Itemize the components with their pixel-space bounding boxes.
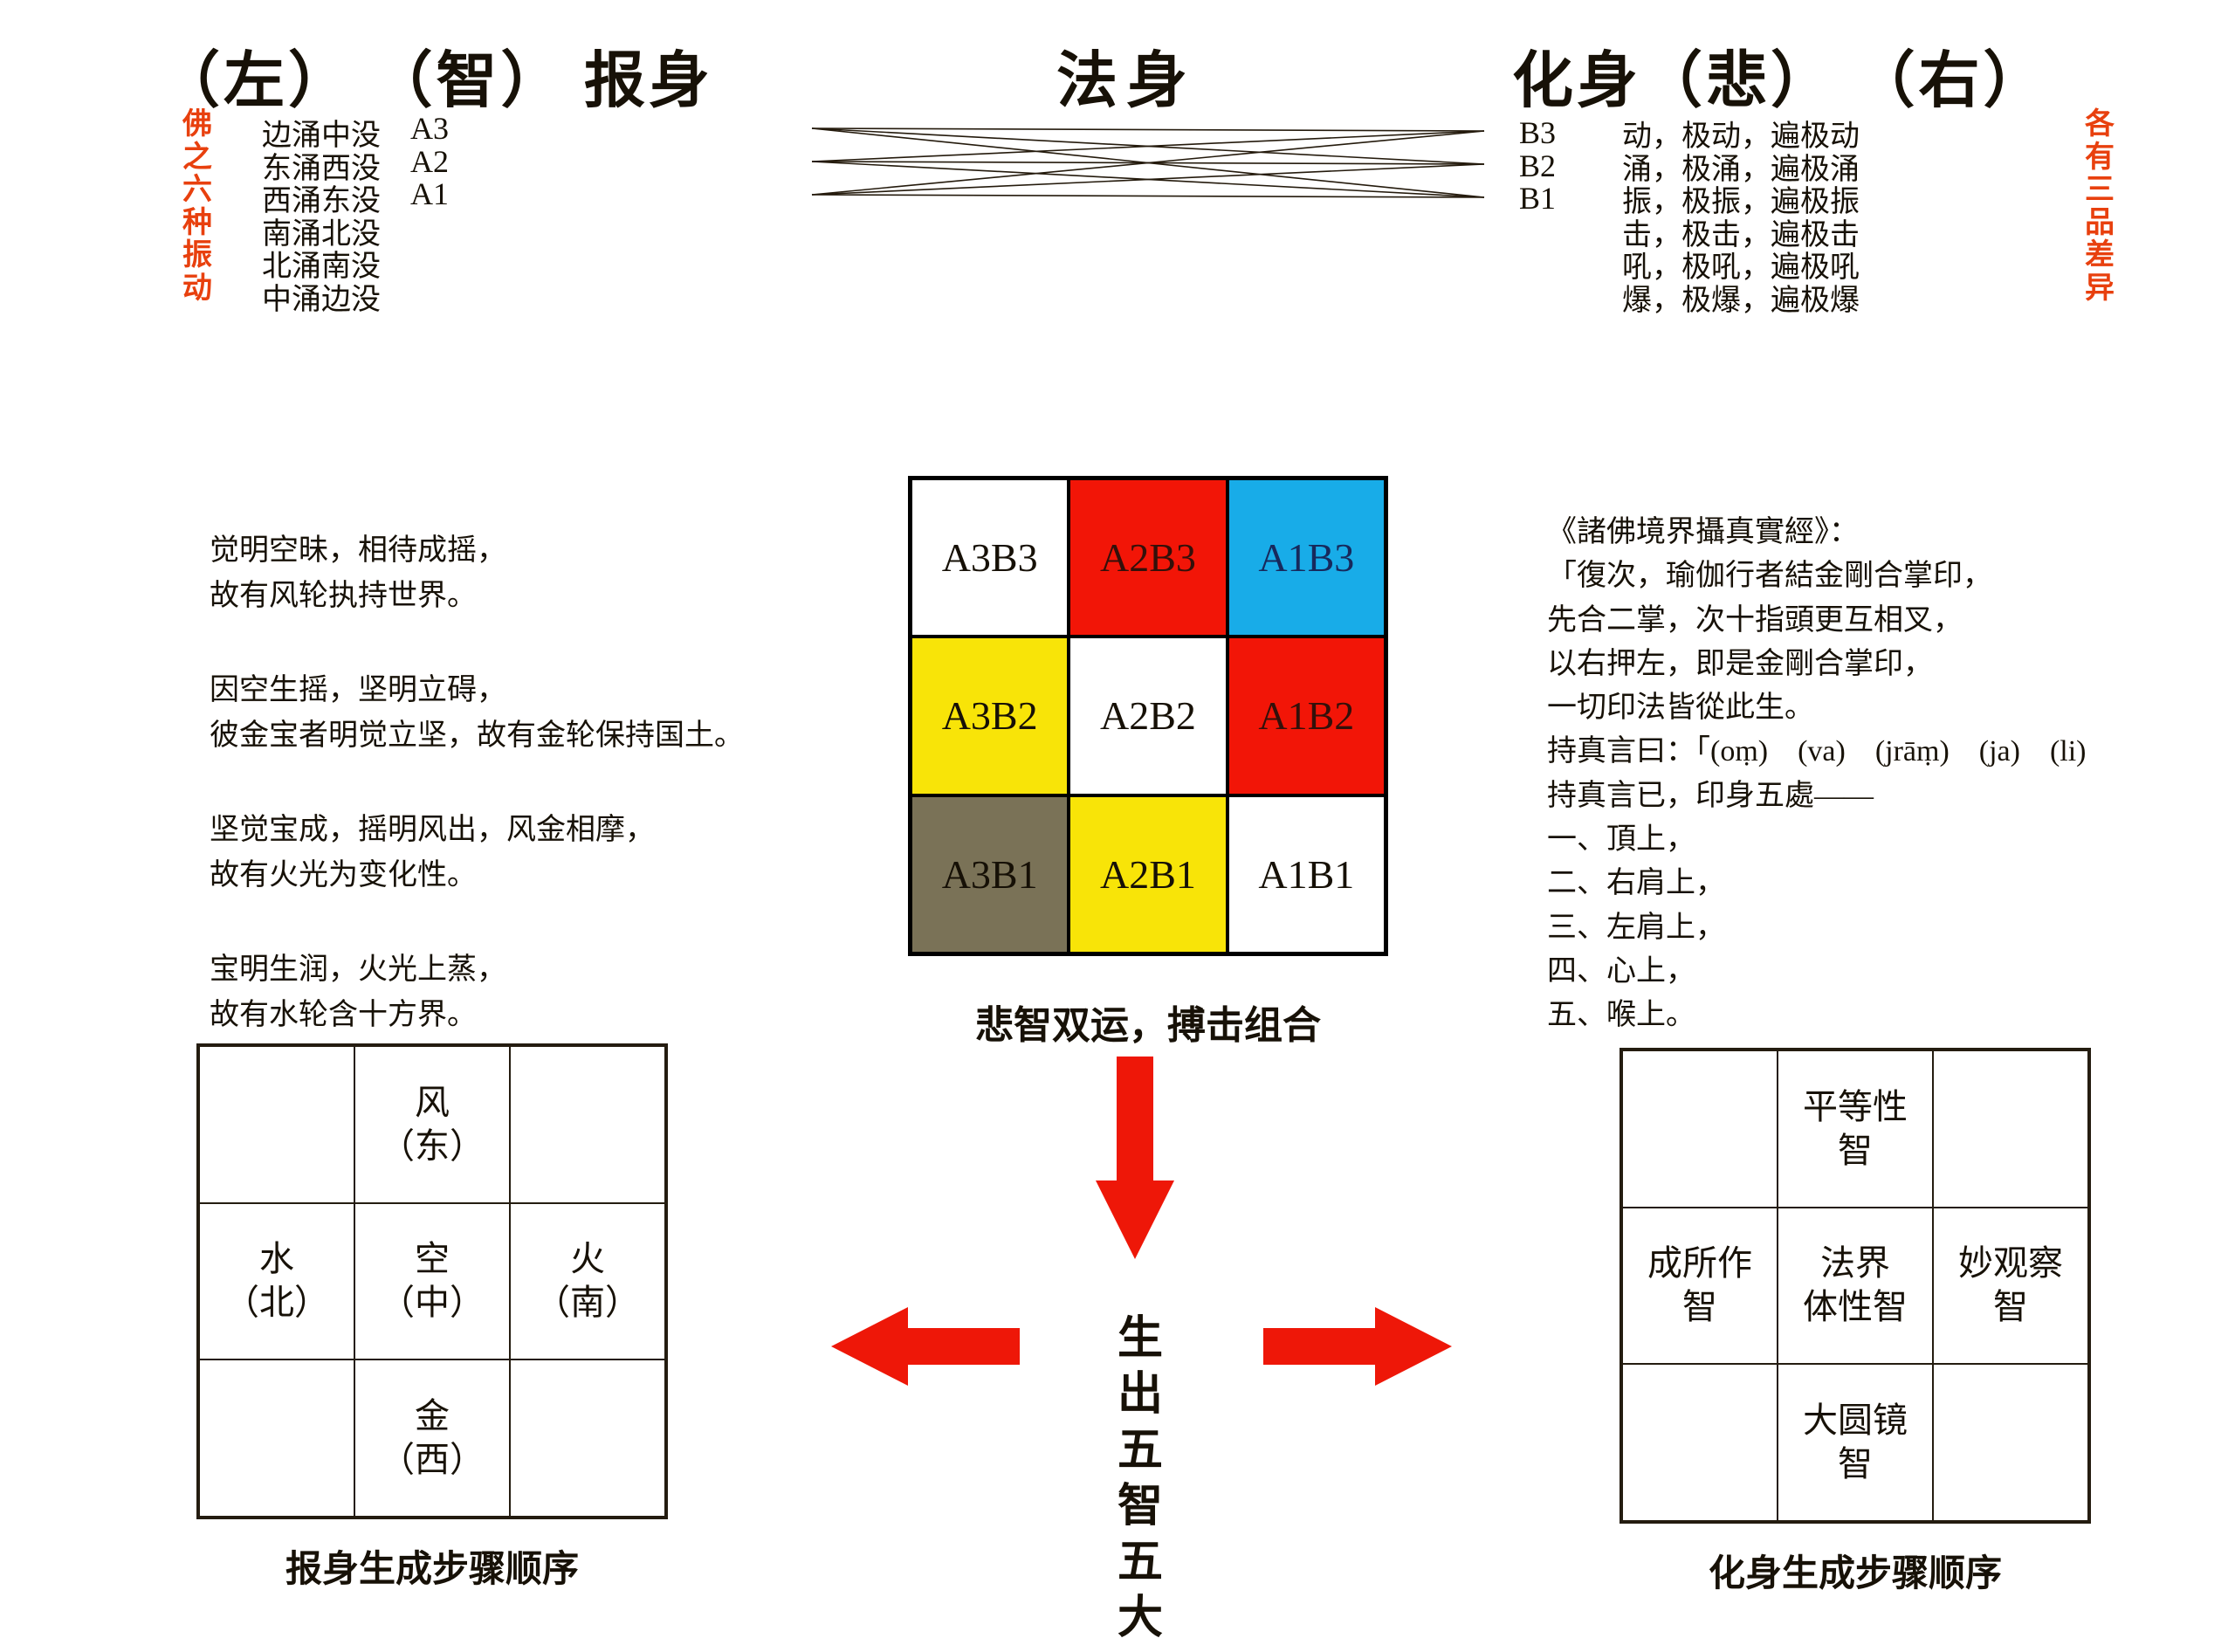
grid-cell-water-north: 水 （北）	[199, 1202, 354, 1360]
surge-row: 中涌边没	[262, 284, 381, 316]
grid-cell-empty	[1933, 1050, 2088, 1208]
grid-cell-dharmadhatu-wisdom: 法界 体性智	[1778, 1207, 1933, 1365]
grid-cell-discerning-wisdom: 妙观察 智	[1933, 1207, 2088, 1365]
a-b-connection-lines	[811, 127, 1485, 198]
a3-label: A3	[410, 111, 449, 146]
paragraph-water-wheel: 宝明生润，火光上蒸， 故有水轮含十方界。	[210, 953, 506, 1031]
b2-label: B2	[1519, 148, 1557, 183]
paragraph-wind-wheel: 觉明空昧，相待成摇， 故有风轮执持世界。	[210, 534, 506, 612]
grid-cell-wind-east: 风 （东）	[354, 1046, 510, 1203]
ab-combination-matrix: A3B3 A2B3 A1B3 A3B2 A2B2 A1B2 A3B1 A2B1 …	[908, 476, 1388, 956]
header-center-dharmakaya: 法身	[1056, 48, 1196, 115]
b-row: 动，极动，遍极动	[1622, 120, 1860, 153]
matrix-caption: 悲智双运，搏击组合	[975, 1004, 1321, 1047]
grid-cell-accomplishing-wisdom: 成所作 智	[1622, 1207, 1778, 1365]
grid-cell-empty	[1622, 1050, 1778, 1208]
paragraph-fire-light: 坚觉宝成，摇明风出，风金相摩， 故有火光为变化性。	[210, 814, 655, 891]
nirmanakaya-wisdoms-grid: 平等性 智 成所作 智 法界 体性智 妙观察 智 大圆镜 智	[1620, 1048, 2091, 1524]
sutra-quote: 《諸佛境界攝真實經》： 「復次，瑜伽行者結金剛合掌印， 先合二掌，次十指頭更互相…	[1547, 516, 2087, 1032]
down-arrow-icon	[1096, 1057, 1174, 1259]
a1-label: A1	[410, 176, 449, 212]
right-red-vertical-three-grades: 各 有 三 品 差 异	[2085, 108, 2115, 305]
grid-cell-mirror-wisdom: 大圆镜 智	[1778, 1364, 1933, 1521]
grid-cell-empty	[199, 1046, 354, 1203]
matrix-cell-a1b3: A1B3	[1227, 478, 1386, 637]
surge-row: 南涌北没	[262, 217, 381, 251]
grid-cell-empty	[1933, 1364, 2088, 1521]
matrix-cell-a2b2: A2B2	[1069, 637, 1228, 795]
matrix-cell-a3b3: A3B3	[911, 478, 1069, 637]
b-row: 涌，极涌，遍极涌	[1622, 153, 1860, 186]
grid-cell-empty	[1622, 1364, 1778, 1521]
right-arrow-icon	[1263, 1307, 1452, 1386]
matrix-cell-a3b1: A3B1	[911, 795, 1069, 953]
matrix-cell-a2b3: A2B3	[1069, 478, 1228, 637]
header-left-sambhogakaya: （左） （智） 报身	[159, 48, 713, 115]
grid-cell-metal-west: 金 （西）	[354, 1359, 510, 1517]
paragraph-gold-wheel: 因空生摇，坚明立碍， 彼金宝者明觉立坚，故有金轮保持国土。	[210, 674, 744, 752]
surge-row: 北涌南没	[262, 251, 381, 284]
matrix-cell-a1b2: A1B2	[1227, 637, 1386, 795]
b-row: 吼，极吼，遍极吼	[1622, 251, 1860, 285]
left-arrow-icon	[831, 1307, 1020, 1386]
grid-cell-space-center: 空 （中）	[354, 1202, 510, 1360]
a2-label: A2	[410, 143, 449, 179]
matrix-cell-a1b1: A1B1	[1227, 795, 1386, 953]
b-row: 击，极击，遍极击	[1622, 218, 1860, 251]
bottom-left-caption: 报身生成步骤顺序	[285, 1550, 579, 1590]
sambhogakaya-elements-grid: 风 （东） 水 （北） 空 （中） 火 （南） 金 （西）	[196, 1043, 668, 1519]
surge-row: 边涌中没	[262, 120, 381, 152]
grid-cell-fire-south: 火 （南）	[510, 1202, 665, 1360]
grid-cell-equality-wisdom: 平等性 智	[1778, 1050, 1933, 1208]
matrix-cell-a2b1: A2B1	[1069, 795, 1228, 953]
left-red-vertical-six-vibrations: 佛 之 六 种 振 动	[182, 108, 212, 305]
surge-row: 东涌西没	[262, 152, 381, 185]
grid-cell-empty	[510, 1359, 665, 1517]
center-vertical-text-five-wisdoms: 生 出 五 智 五 大	[1117, 1314, 1163, 1643]
header-right-nirmanakaya: 化身（悲） （右）	[1512, 48, 2048, 115]
b3-label: B3	[1519, 115, 1557, 150]
matrix-cell-a3b2: A3B2	[911, 637, 1069, 795]
b-row: 振，极振，遍极振	[1622, 186, 1860, 219]
surge-row: 西涌东没	[262, 185, 381, 218]
bottom-right-caption: 化身生成步骤顺序	[1708, 1554, 2002, 1594]
grid-cell-empty	[510, 1046, 665, 1203]
b1-label: B1	[1519, 181, 1557, 217]
grid-cell-empty	[199, 1359, 354, 1517]
b-row: 爆，极爆，遍极爆	[1622, 285, 1860, 317]
